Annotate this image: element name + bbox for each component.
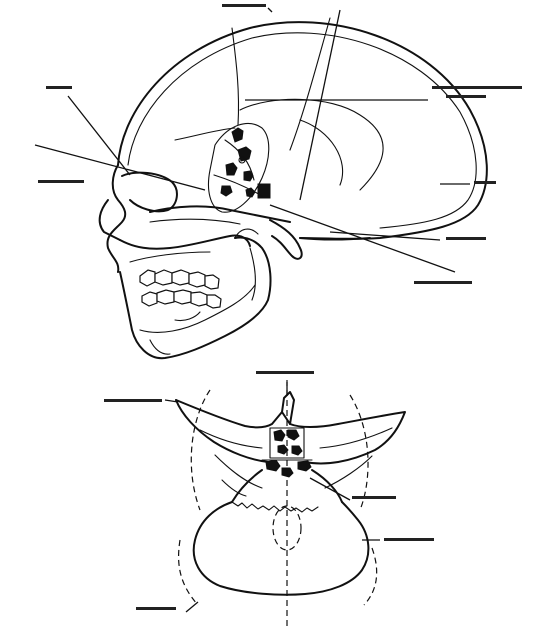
base-leader-lines: [165, 382, 380, 612]
base-outer-arc-right: [350, 395, 368, 510]
label-mark: [104, 399, 162, 402]
chin-detail: [150, 340, 170, 354]
suture-line: [300, 120, 343, 185]
leader-line: [186, 602, 198, 612]
jaw-detail: [175, 312, 200, 321]
zygomatic-detail: [150, 219, 240, 224]
label-mark: [474, 181, 496, 184]
anterior-fossa-left: [176, 400, 268, 462]
lower-teeth: [142, 290, 221, 308]
label-mark: [414, 281, 472, 284]
base-lower-arc-left: [179, 540, 198, 605]
label-mark: [446, 95, 486, 98]
posterior-fossa-edge: [232, 502, 318, 512]
leader-line: [300, 10, 340, 200]
label-mark: [256, 371, 314, 374]
leader-line: [310, 478, 350, 500]
label-mark: [384, 538, 434, 541]
label-mark: [432, 86, 522, 89]
skull-base-view: [165, 380, 405, 628]
maxilla-detail: [130, 252, 210, 262]
label-mark: [136, 607, 176, 610]
suture-line: [175, 128, 235, 140]
petrous-ridge-right: [312, 470, 342, 502]
base-lower-arc-right: [364, 548, 377, 605]
label-mark: [446, 237, 486, 240]
label-mark: [46, 86, 72, 89]
label-mark: [352, 496, 396, 499]
label-mark: [38, 180, 84, 183]
temporal-cluster: [209, 123, 271, 212]
frontal-profile: [107, 165, 125, 272]
mandible-ramus: [250, 248, 255, 300]
label-mark: [222, 4, 266, 7]
leader-line: [68, 96, 130, 175]
orbit-outline: [122, 173, 177, 212]
skull-lateral-view: [35, 8, 487, 358]
nasal-region: [100, 200, 120, 240]
maxilla-outline: [120, 235, 250, 248]
label-marks: [38, 4, 522, 610]
mastoid-occipital-base: [270, 220, 302, 259]
upper-teeth: [140, 270, 219, 289]
leader-line: [268, 8, 272, 12]
